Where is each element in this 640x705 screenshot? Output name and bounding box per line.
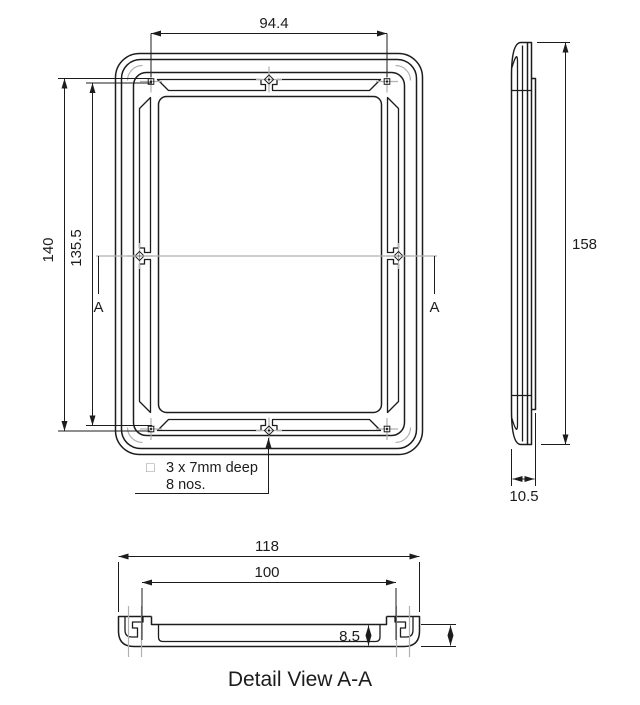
slot-top-left <box>156 78 267 92</box>
side-front-top-arc <box>510 41 522 77</box>
recess-marker-corner-br <box>376 418 398 440</box>
recess-marker-mid-top <box>256 66 282 93</box>
front-view: A A 94.4 140 135.5 □ 3 x 7mm deep <box>40 15 440 494</box>
right-clip-hook <box>394 616 414 638</box>
dim-side-thickness-value: 10.5 <box>509 488 538 505</box>
dimension-detail-height-unlabeled <box>421 624 456 647</box>
dimension-detail-outer-width: 118 <box>118 538 420 612</box>
slot-left-upper <box>138 96 152 254</box>
profile-channel <box>157 624 381 643</box>
dim-detail-depth-value: 8.5 <box>339 628 360 645</box>
dimension-left-inner-height: 135.5 <box>68 82 152 426</box>
dim-detail-outer-value: 118 <box>255 538 279 555</box>
slot-right-lower <box>386 258 400 414</box>
slot-bottom-left <box>156 418 267 432</box>
profile-top-bar <box>150 616 388 626</box>
slot-left-lower <box>138 258 152 414</box>
dimension-detail-inner-width: 100 <box>141 564 397 640</box>
side-fillet-bottom-arc <box>511 417 519 430</box>
section-label-right: A <box>429 299 439 316</box>
dim-top-width-value: 94.4 <box>259 15 288 32</box>
detail-view-a-a: 118 100 8.5 Detail View A-A <box>117 538 456 691</box>
dimension-side-thickness: 10.5 <box>509 413 539 505</box>
square-symbol: □ <box>146 460 155 476</box>
side-back-outline <box>521 41 533 446</box>
side-rear-boss <box>531 77 537 411</box>
slot-top-right <box>271 78 382 92</box>
section-label-left: A <box>93 299 103 316</box>
dim-detail-inner-value: 100 <box>254 564 279 581</box>
dim-left-inner-value: 135.5 <box>68 229 85 267</box>
frame-window-opening <box>157 95 383 414</box>
frame-face-outline <box>132 71 406 437</box>
left-clip-hook <box>124 616 144 638</box>
side-front-bottom-arc <box>510 409 522 446</box>
dim-side-height-value: 158 <box>572 236 597 253</box>
note-line2: 8 nos. <box>166 477 206 493</box>
dimension-left-outer-height: 140 <box>40 78 152 432</box>
recess-slots <box>138 78 400 432</box>
frame-outer-outline <box>114 52 424 456</box>
left-clip-outer <box>117 615 152 648</box>
recess-note: □ 3 x 7mm deep 8 nos. <box>135 438 272 494</box>
dimension-top-width: 94.4 <box>150 15 388 77</box>
recess-marker-corner-bl <box>140 418 162 440</box>
side-fillet-top-arc <box>511 56 519 69</box>
side-view: 158 10.5 <box>509 41 597 505</box>
dimension-detail-depth: 8.5 <box>339 625 372 646</box>
frame-second-outline <box>120 58 418 450</box>
section-profile <box>117 615 421 648</box>
dim-left-outer-value: 140 <box>40 237 57 262</box>
dimension-side-height: 158 <box>537 42 597 445</box>
slot-right-upper <box>386 96 400 254</box>
detail-view-title: Detail View A-A <box>228 668 372 691</box>
recess-markers <box>126 66 412 444</box>
clip-centerlines <box>127 606 411 657</box>
note-line1: 3 x 7mm deep <box>166 460 258 476</box>
fillet-tangent-arcs <box>126 64 412 444</box>
right-clip-outer <box>386 615 421 648</box>
section-line-a-a: A A <box>93 255 440 316</box>
slot-bottom-right <box>271 418 382 432</box>
